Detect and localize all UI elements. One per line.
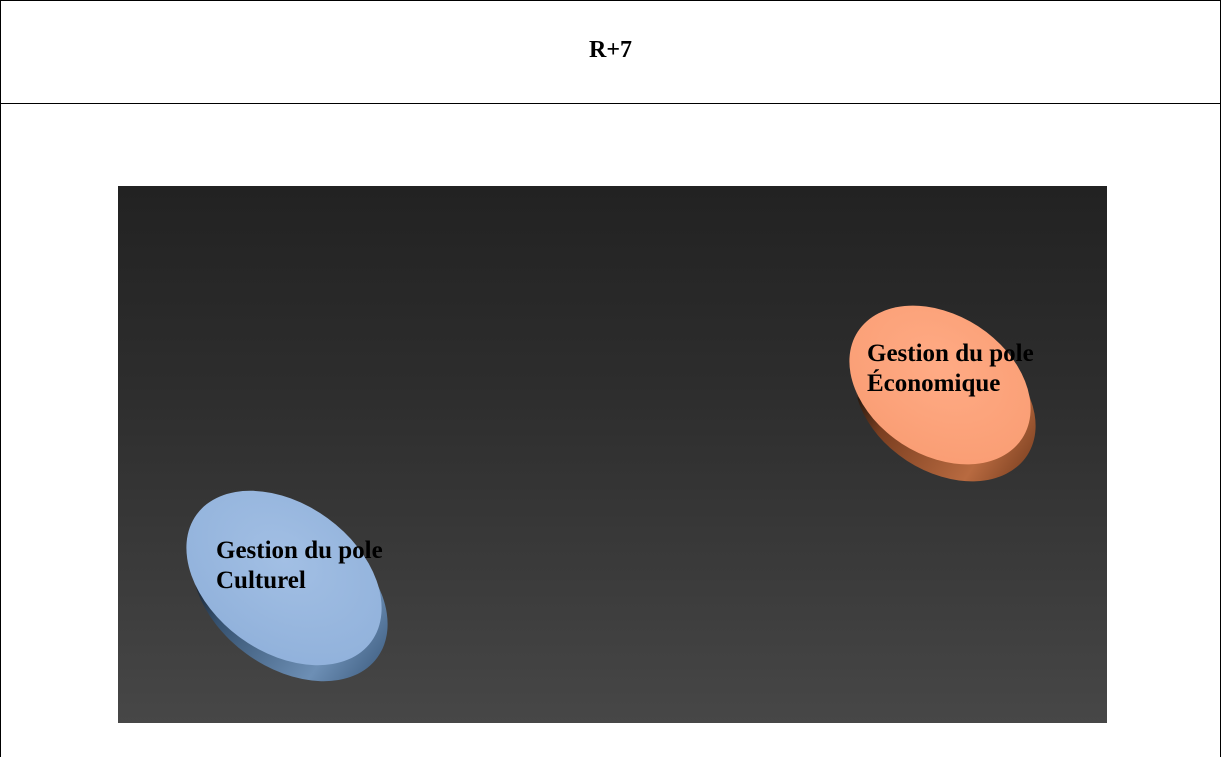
3d-scene: Gestion du pole Économique Gestion du po… [118, 186, 1107, 723]
pole-economique-top [849, 305, 1031, 465]
pole-culturel-line1: Gestion du pole [216, 537, 383, 564]
pole-economique-label: Gestion du pole Économique [867, 339, 1034, 399]
pole-economique-disk [849, 305, 1036, 482]
page-title: R+7 [588, 36, 632, 63]
pole-culturel-label: Gestion du pole Culturel [216, 536, 383, 596]
header-row: R+7 [1, 1, 1220, 104]
pole-culturel-disk [186, 490, 388, 682]
scene-svg [186, 305, 1036, 682]
pole-culturel-top [186, 490, 382, 666]
pole-economique-line2: Économique [867, 370, 1001, 397]
pole-economique-line1: Gestion du pole [867, 340, 1034, 367]
pole-culturel-line2: Culturel [216, 567, 306, 594]
